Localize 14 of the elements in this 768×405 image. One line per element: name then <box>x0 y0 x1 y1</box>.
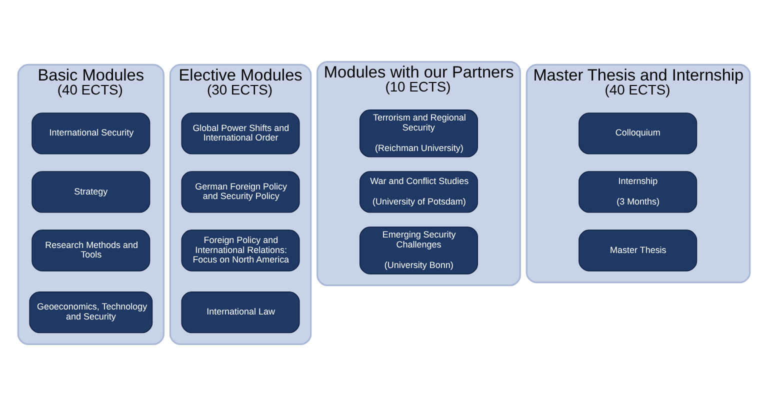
node-box: Terrorism and Regional Security (Reichman University) <box>359 109 478 157</box>
node-box: Colloquium <box>578 112 698 154</box>
node-box: Global Power Shifts and International Order <box>181 112 300 154</box>
node-box: Foreign Policy and International Relations: Focus on North America <box>181 229 300 271</box>
node-box: Internship (3 Months) <box>578 170 698 212</box>
node-box: Emerging Security Challenges (University Bonn) <box>359 226 478 274</box>
node-box: International Security <box>32 112 150 154</box>
node-box: German Foreign Policy and Security Policy <box>181 170 300 212</box>
node-box: International Law <box>181 290 300 333</box>
node-box: Research Methods and Tools <box>32 229 150 271</box>
node-box: Master Thesis <box>578 229 698 271</box>
node-box: Geoeconomics, Technology and Security <box>29 290 153 333</box>
node-box: Strategy <box>32 170 150 212</box>
node-box: War and Conflict Studies (University of Potsdam) <box>359 170 478 212</box>
